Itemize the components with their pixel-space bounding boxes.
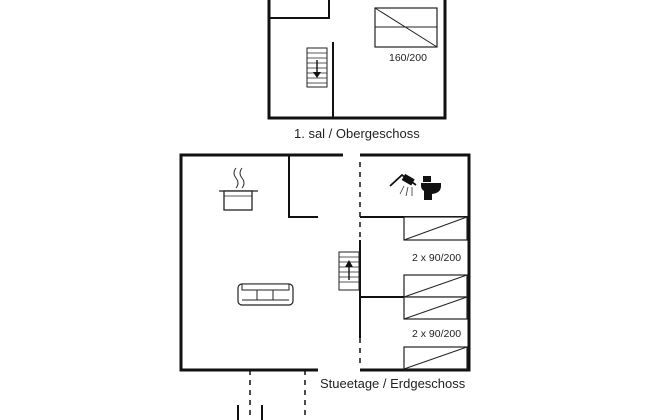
toilet-icon: [421, 176, 441, 200]
upper-closet-wall: [269, 0, 330, 19]
stairs-up-icon: [338, 251, 360, 291]
bed-label-upper: 160/200: [389, 52, 427, 64]
ground-floor-label: Stueetage / Erdgeschoss: [320, 376, 466, 391]
shower-icon: [389, 173, 417, 197]
stairs-down-icon: [306, 47, 328, 88]
double-bed-icon: [374, 7, 438, 48]
sofa-icon: [237, 283, 294, 306]
single-bed-icon: [403, 216, 468, 241]
ground-floor: [179, 153, 471, 372]
upper-floor: [267, 0, 447, 120]
upper-floor-walls: [267, 0, 447, 120]
single-bed-icon: [403, 346, 468, 370]
bed-label-ground-2: 2 x 90/200: [412, 328, 462, 340]
single-bed-icon: [403, 274, 468, 298]
upper-floor-label: 1. sal / Obergeschoss: [294, 126, 420, 141]
single-bed-icon: [403, 296, 468, 320]
cooking-pot-icon: [219, 167, 258, 211]
lower-annex: [237, 370, 306, 420]
ground-floor-walls-left: [179, 153, 343, 372]
bed-label-ground-1: 2 x 90/200: [412, 252, 462, 264]
kitchen-partition: [288, 155, 318, 218]
ground-floor-walls-right: [360, 153, 471, 372]
